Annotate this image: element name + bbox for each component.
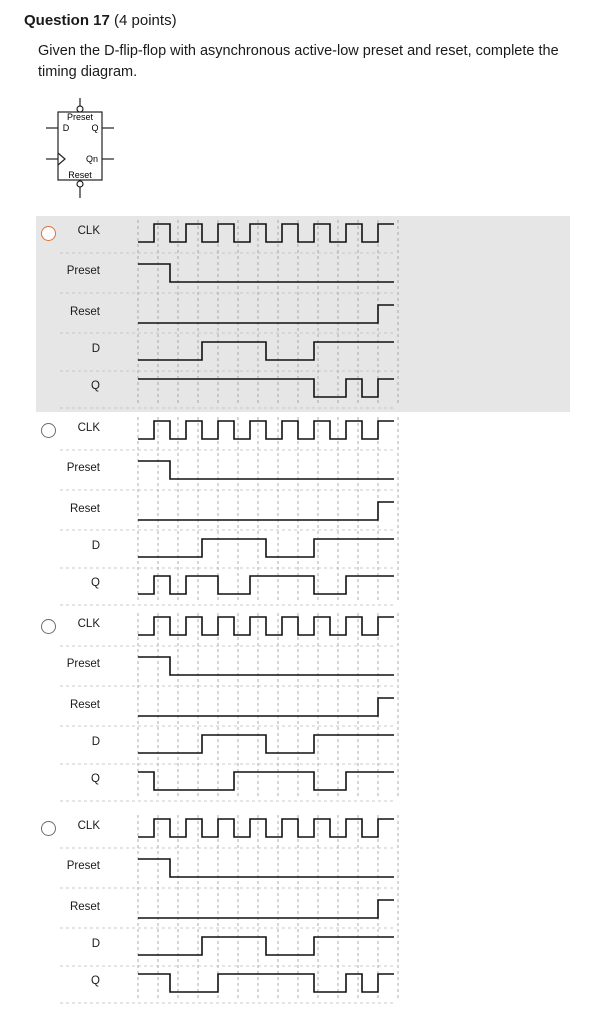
- waveform-q: [138, 973, 394, 993]
- reset-bubble: [76, 180, 84, 188]
- signal-label-q: Q: [91, 380, 100, 392]
- waveform-clk: [138, 420, 394, 440]
- signal-label-clk: CLK: [77, 225, 100, 237]
- waveform-clk: [138, 818, 394, 838]
- signal-label-q: Q: [91, 773, 100, 785]
- question-prompt: Given the D-flip-flop with asynchronous …: [38, 43, 559, 80]
- waveform-clk: [138, 616, 394, 636]
- waveform-d: [138, 936, 394, 956]
- waveform-preset: [138, 460, 394, 480]
- signal-label-clk: CLK: [77, 618, 100, 630]
- signal-label-reset: Reset: [69, 306, 100, 318]
- waveform-preset: [138, 858, 394, 878]
- signal-label-d: D: [91, 938, 100, 950]
- waveform-reset: [138, 304, 394, 324]
- waveform-clk: [138, 223, 394, 243]
- flip-flop-body: [57, 111, 103, 181]
- timing-diagram: [60, 220, 399, 409]
- signal-label-preset: Preset: [66, 265, 100, 277]
- waveform-q: [138, 771, 394, 791]
- question-points: (4 points): [114, 12, 177, 29]
- qn-pin-label: Qn: [86, 154, 98, 164]
- signal-label-q: Q: [91, 577, 100, 589]
- waveform-q: [138, 378, 394, 398]
- waveform-reset: [138, 899, 394, 919]
- waveform-d: [138, 341, 394, 361]
- preset-pin-label: Preset: [67, 112, 94, 122]
- signal-label-reset: Reset: [69, 503, 100, 515]
- question-header: Question 17 (4 points): [24, 12, 177, 29]
- q-pin-label: Q: [91, 123, 98, 133]
- waveform-d: [138, 538, 394, 558]
- radio-button[interactable]: [41, 423, 56, 438]
- waveform-preset: [138, 263, 394, 283]
- timing-diagram: [60, 417, 399, 606]
- signal-label-d: D: [91, 343, 100, 355]
- radio-button[interactable]: [41, 226, 56, 241]
- question-number: Question 17: [24, 12, 110, 29]
- clock-triangle: [57, 152, 66, 166]
- signal-label-clk: CLK: [77, 820, 100, 832]
- waveform-q: [138, 575, 394, 595]
- d-pin-label: D: [63, 123, 70, 133]
- radio-button[interactable]: [41, 619, 56, 634]
- timing-diagram: [60, 815, 399, 1004]
- signal-label-q: Q: [91, 975, 100, 987]
- reset-pin-label: Reset: [68, 170, 92, 180]
- waveform-reset: [138, 697, 394, 717]
- signal-label-reset: Reset: [69, 699, 100, 711]
- flip-flop-symbol: Preset D Q Qn Reset: [46, 98, 114, 198]
- signal-label-preset: Preset: [66, 658, 100, 670]
- signal-label-clk: CLK: [77, 422, 100, 434]
- signal-label-preset: Preset: [66, 860, 100, 872]
- waveform-d: [138, 734, 394, 754]
- signal-label-d: D: [91, 540, 100, 552]
- signal-label-preset: Preset: [66, 462, 100, 474]
- preset-bubble: [76, 105, 84, 113]
- timing-diagram: [60, 613, 399, 802]
- radio-button[interactable]: [41, 821, 56, 836]
- waveform-preset: [138, 656, 394, 676]
- signal-label-d: D: [91, 736, 100, 748]
- waveform-reset: [138, 501, 394, 521]
- signal-label-reset: Reset: [69, 901, 100, 913]
